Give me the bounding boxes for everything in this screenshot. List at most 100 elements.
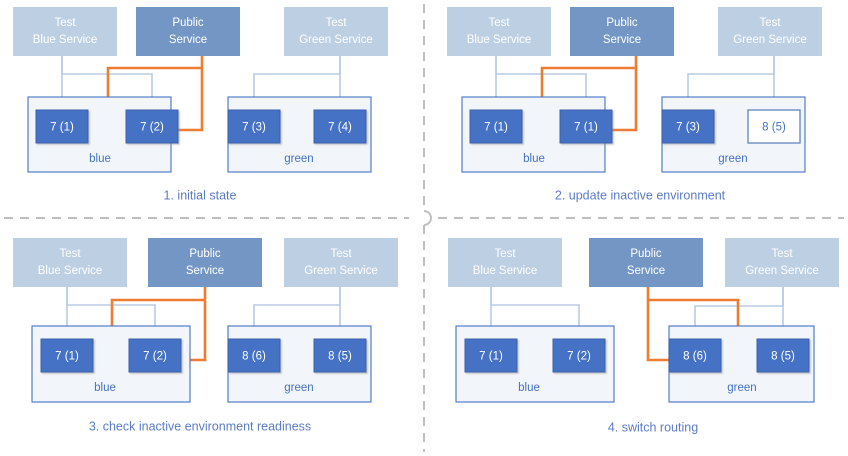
instance-label: 8 (5) xyxy=(328,351,352,363)
env-blue-label: blue xyxy=(523,153,545,165)
service-test-green-label-line1: Test xyxy=(330,248,352,260)
panel-1-service-test-green[interactable]: Test Green Service xyxy=(284,7,388,56)
instance-label: 7 (3) xyxy=(676,122,700,134)
service-test-green-label-line2: Green Service xyxy=(745,265,819,277)
instance-rect xyxy=(128,338,182,373)
env-green-label: green xyxy=(284,382,313,394)
env-blue-label: blue xyxy=(94,382,116,394)
service-test-blue-rect[interactable] xyxy=(448,238,562,287)
divider-crossover-arc xyxy=(423,210,432,226)
panel-3-service-test-blue[interactable]: Test Blue Service xyxy=(13,238,127,287)
instance-label: 7 (4) xyxy=(328,122,352,134)
env-green-label: green xyxy=(727,382,756,394)
service-test-blue-label-line1: Test xyxy=(59,248,81,260)
service-test-blue-label-line2: Blue Service xyxy=(473,265,538,277)
panel-1-service-test-blue[interactable]: Test Blue Service xyxy=(13,7,117,56)
env-green-label: green xyxy=(718,153,747,165)
instance-box: 8 (5) xyxy=(313,338,367,373)
instance-box: 7 (2) xyxy=(125,109,179,144)
instance-box: 7 (4) xyxy=(313,109,367,144)
panel-1: 7 (1) 7 (2) blue 7 (3) 7 (4) green T xyxy=(13,7,388,202)
service-public-label-line1: Public xyxy=(189,248,221,260)
instance-box: 7 (1) xyxy=(35,109,89,144)
panel-2-service-test-green[interactable]: Test Green Service xyxy=(718,7,822,56)
instance-label: 7 (1) xyxy=(50,122,74,134)
service-public-label-line1: Public xyxy=(606,17,638,29)
service-test-green-label-line2: Green Service xyxy=(304,265,378,277)
service-public-label-line2: Service xyxy=(627,265,665,277)
instance-box: 8 (6) xyxy=(668,338,722,373)
instance-rect xyxy=(661,109,715,144)
instance-rect-inactive xyxy=(747,109,801,144)
instance-rect xyxy=(469,109,523,144)
instance-box: 7 (2) xyxy=(128,338,182,373)
panel-2-service-public[interactable]: Public Service xyxy=(570,7,674,56)
panel-4-caption: 4. switch routing xyxy=(608,420,698,434)
panel-2-caption: 2. update inactive environment xyxy=(555,188,726,202)
service-test-green-rect[interactable] xyxy=(725,238,839,287)
service-test-blue-rect[interactable] xyxy=(13,238,127,287)
panel-1-service-public[interactable]: Public Service xyxy=(136,7,240,56)
instance-box: 7 (1) xyxy=(40,338,94,373)
instance-rect xyxy=(668,338,722,373)
panel-2-service-test-blue[interactable]: Test Blue Service xyxy=(447,7,551,56)
service-public-label-line2: Service xyxy=(603,34,641,46)
service-test-green-label-line1: Test xyxy=(325,17,347,29)
service-test-blue-rect[interactable] xyxy=(13,7,117,56)
panel-2-env-blue: 7 (1) 7 (1) blue xyxy=(461,96,613,173)
instance-rect xyxy=(227,109,281,144)
instance-label: 8 (5) xyxy=(762,122,786,134)
instance-rect xyxy=(756,338,810,373)
instance-box-inactive: 8 (5) xyxy=(747,109,801,144)
service-test-blue-label-line2: Blue Service xyxy=(33,34,98,46)
panel-4: 7 (1) 7 (2) blue 8 (6) 8 (5) green Test xyxy=(448,238,839,434)
service-test-green-rect[interactable] xyxy=(718,7,822,56)
panel-3: 7 (1) 7 (2) blue 8 (6) 8 (5) green Test xyxy=(13,238,398,433)
instance-label: 7 (1) xyxy=(55,351,79,363)
service-test-green-rect[interactable] xyxy=(284,7,388,56)
env-green-label: green xyxy=(284,153,313,165)
service-public-rect[interactable] xyxy=(570,7,674,56)
instance-label: 8 (6) xyxy=(242,351,266,363)
instance-rect xyxy=(313,338,367,373)
instance-rect xyxy=(464,338,518,373)
service-test-blue-rect[interactable] xyxy=(447,7,551,56)
instance-label: 7 (1) xyxy=(574,122,598,134)
service-public-rect[interactable] xyxy=(148,238,262,287)
instance-rect xyxy=(40,338,94,373)
panel-3-service-test-green[interactable]: Test Green Service xyxy=(284,238,398,287)
instance-box: 7 (1) xyxy=(469,109,523,144)
instance-box: 7 (3) xyxy=(661,109,715,144)
panel-4-service-public[interactable]: Public Service xyxy=(589,238,703,287)
panel-2-env-green: 7 (3) 8 (5) green xyxy=(661,96,806,173)
instance-rect xyxy=(227,338,281,373)
instance-box: 7 (3) xyxy=(227,109,281,144)
instance-rect xyxy=(552,338,606,373)
service-public-rect[interactable] xyxy=(589,238,703,287)
env-blue-label: blue xyxy=(518,382,540,394)
service-test-blue-label-line1: Test xyxy=(488,17,510,29)
service-test-blue-label-line1: Test xyxy=(494,248,516,260)
panel-2: 7 (1) 7 (1) blue 7 (3) 8 (5) green Test xyxy=(447,7,822,202)
panel-4-service-test-green[interactable]: Test Green Service xyxy=(725,238,839,287)
service-public-rect[interactable] xyxy=(136,7,240,56)
service-public-label-line2: Service xyxy=(186,265,224,277)
service-test-blue-label-line1: Test xyxy=(54,17,76,29)
service-test-green-label-line1: Test xyxy=(759,17,781,29)
service-public-label-line2: Service xyxy=(169,34,207,46)
panel-4-env-green: 8 (6) 8 (5) green xyxy=(668,325,815,403)
panel-3-service-public[interactable]: Public Service xyxy=(148,238,262,287)
instance-box: 8 (5) xyxy=(756,338,810,373)
panel-4-service-test-blue[interactable]: Test Blue Service xyxy=(448,238,562,287)
instance-label: 8 (6) xyxy=(683,351,707,363)
instance-label: 8 (5) xyxy=(771,351,795,363)
instance-box: 8 (6) xyxy=(227,338,281,373)
panel-1-caption: 1. initial state xyxy=(164,188,237,202)
service-test-green-label-line2: Green Service xyxy=(733,34,807,46)
panel-3-env-green: 8 (6) 8 (5) green xyxy=(227,325,372,403)
service-test-green-rect[interactable] xyxy=(284,238,398,287)
instance-label: 7 (1) xyxy=(479,351,503,363)
instance-label: 7 (2) xyxy=(567,351,591,363)
instance-box: 7 (1) xyxy=(559,109,613,144)
